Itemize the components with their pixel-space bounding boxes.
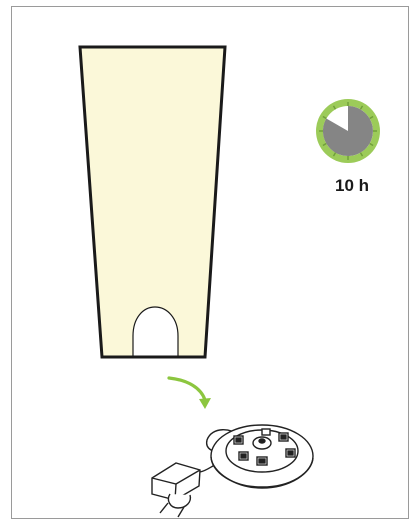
curved-arrow-icon	[169, 378, 211, 409]
timer-icon	[316, 99, 380, 163]
duration-label: 10 h	[322, 176, 382, 196]
charger-icon	[152, 463, 200, 517]
lamp-shape	[80, 47, 225, 357]
charging-base-icon	[200, 425, 313, 488]
